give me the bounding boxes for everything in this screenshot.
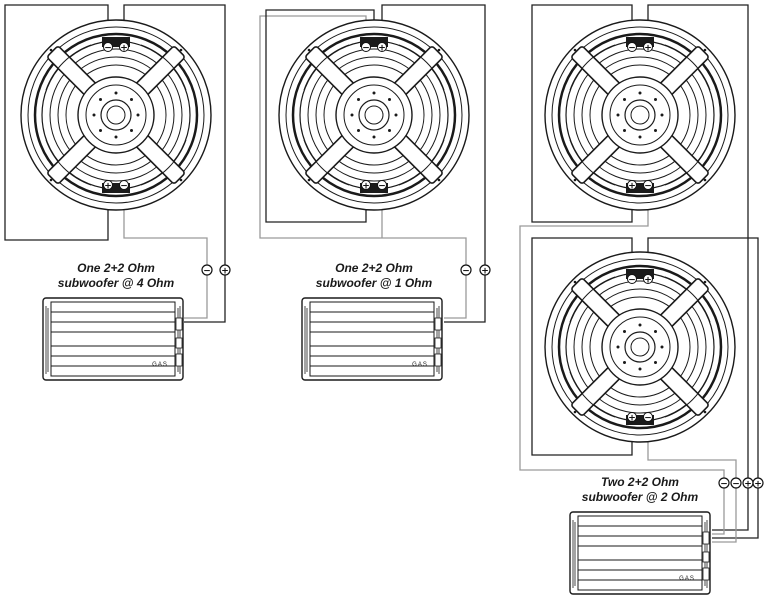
wire-bottom-minus-gray [647,418,737,543]
terminal-plus: + [628,182,636,192]
terminal-minus: − [628,44,636,54]
wire-loop-black [4,4,109,241]
amp-plus-symbol: + [221,267,229,277]
terminal-minus: − [362,44,370,54]
wire-plus-black [381,4,486,323]
wire-top-minus-gray [519,185,725,535]
terminal-plus: + [644,44,652,54]
terminal-minus: − [644,414,652,424]
subwoofer-terminals: − + + − [361,42,387,192]
wire-minus-gray [123,185,208,319]
terminal-minus: − [644,182,652,192]
wire-plus-black [123,4,226,323]
terminal-minus: − [104,44,112,54]
subwoofer [19,18,213,212]
wire-plus-loop-black [265,9,375,223]
terminal-plus: + [628,414,636,424]
diagram-3: − + + − − + + − − − + + Two 2+2 Ohm subw… [519,4,764,595]
diagram-2: − + + − − + One 2+2 Ohm subwoofer @ 1 Oh… [259,4,491,381]
caption-line2: subwoofer @ 2 Ohm [582,490,699,504]
amp-minus-symbol: − [462,267,470,277]
terminal-plus: + [104,182,112,192]
terminal-minus: − [628,276,636,286]
terminal-plus: + [378,44,386,54]
wire-bottom-loop-black [531,237,633,456]
amp-brand: GAS [412,362,428,368]
subwoofer-bottom [543,250,737,444]
amp-minus-symbol: − [732,480,740,490]
subwoofer-terminals: − + + − [103,42,129,192]
caption-line1: One 2+2 Ohm [335,261,413,275]
wire-bottom-plus-black [647,237,759,539]
amp-minus-symbol: − [720,480,728,490]
terminal-plus: + [120,44,128,54]
caption-line2: subwoofer @ 1 Ohm [316,276,433,290]
subwoofer [277,18,471,212]
diagram-1: − + + − − + One 2+2 Ohm subwoofer @ 4 Oh… [4,4,231,381]
caption-line1: Two 2+2 Ohm [601,475,679,489]
terminal-plus: + [362,182,370,192]
terminal-minus: − [378,182,386,192]
terminal-minus: − [120,182,128,192]
amp-brand: GAS [679,576,695,582]
subwoofer-terminals: − + + − − + + − [627,42,653,424]
wire-top-loop-black [531,4,633,223]
wire-minus-loop-gray [259,15,467,319]
amp-brand: GAS [152,362,168,368]
amp-minus-symbol: − [203,267,211,277]
amp-plus-symbol: + [481,267,489,277]
amp-plus-symbol: + [754,480,762,490]
terminal-plus: + [644,276,652,286]
caption-line2: subwoofer @ 4 Ohm [58,276,175,290]
amp-plus-symbol: + [744,480,752,490]
caption-line1: One 2+2 Ohm [77,261,155,275]
subwoofer-top [543,18,737,212]
